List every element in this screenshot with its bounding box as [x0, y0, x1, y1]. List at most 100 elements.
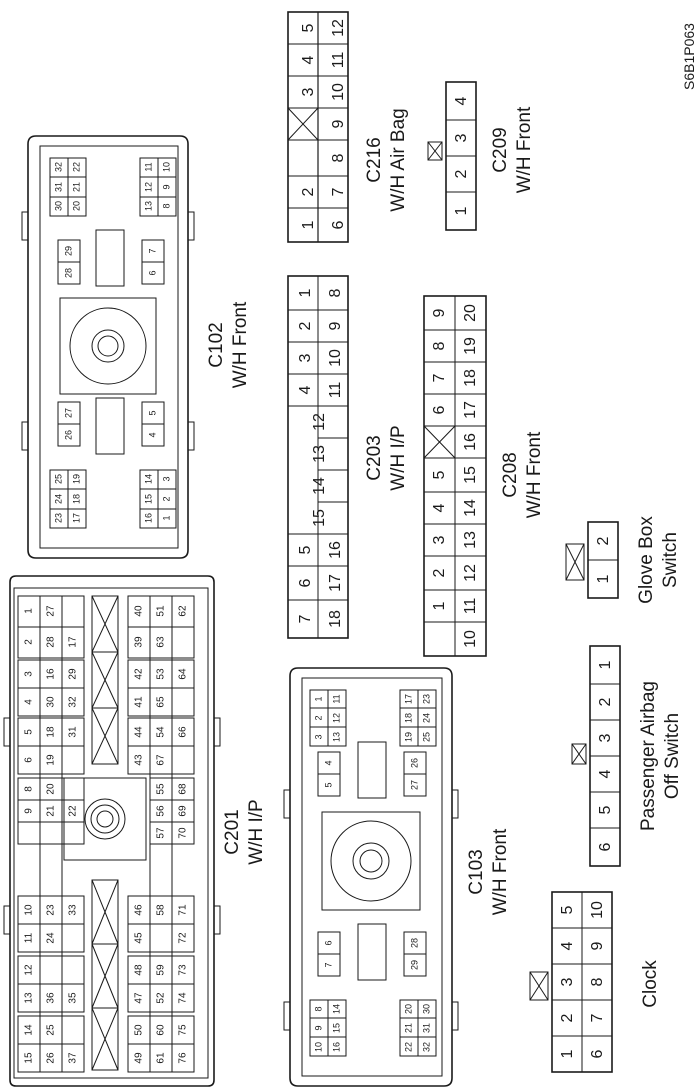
- glove-box-pin: 1: [595, 574, 612, 583]
- c201-pin: 53: [156, 668, 167, 680]
- c203-pin: 10: [327, 349, 344, 367]
- c201-pin: 23: [46, 904, 57, 916]
- c102-pin: 17: [71, 513, 81, 523]
- c201-pin: 11: [24, 932, 35, 943]
- c201-pin: 31: [68, 726, 79, 738]
- c216-name: C216: [364, 137, 385, 182]
- c209-pin: 3: [453, 133, 470, 142]
- c102-pin: 27: [63, 408, 73, 418]
- glove-box-label-2: Switch: [660, 532, 681, 588]
- c209-pin: 4: [453, 96, 470, 105]
- c102-desc: W/H Front: [230, 301, 251, 388]
- glove-box-pin: 2: [595, 536, 612, 545]
- c208-pin: 16: [462, 433, 479, 451]
- c103-desc: W/H Front: [490, 828, 511, 915]
- c208-pin: 4: [431, 503, 448, 512]
- c201-pin: 13: [24, 992, 35, 1004]
- c201-pin: 3: [24, 671, 35, 677]
- c201-pin: 42: [134, 668, 145, 680]
- c103-pin: 19: [403, 732, 413, 742]
- c201-pin: 61: [156, 1052, 167, 1064]
- c201-pin: 40: [134, 605, 145, 617]
- c103-pin: 1: [313, 696, 323, 701]
- airbag-switch-pin: 2: [597, 697, 614, 706]
- c216-pin: 10: [330, 83, 347, 101]
- c201-pin: 54: [156, 726, 167, 738]
- c203-pin: 9: [327, 321, 344, 330]
- c201-pin: 24: [46, 932, 57, 944]
- c201-pin: 36: [46, 992, 57, 1004]
- c208-pin: 12: [462, 564, 479, 582]
- c201-pin: 30: [46, 696, 57, 708]
- c103-pin: 7: [323, 962, 333, 967]
- c208-desc: W/H Front: [524, 431, 545, 518]
- c103-pin: 25: [421, 732, 431, 742]
- c102-pin: 2: [161, 496, 171, 501]
- c203-pin: 4: [297, 385, 314, 394]
- c203-name: C203: [364, 435, 385, 480]
- c102-pin: 14: [143, 474, 153, 484]
- c201-pin: 33: [68, 904, 79, 916]
- c102-pin: 20: [71, 201, 81, 211]
- c216-pin: 9: [330, 119, 347, 128]
- clock-pin: 4: [559, 941, 576, 950]
- c102-pin: 7: [147, 248, 157, 253]
- c201-pin: 29: [68, 668, 79, 680]
- clock-pin: 3: [559, 977, 576, 986]
- c201-pin: 50: [134, 1024, 145, 1036]
- c102-pin: 32: [53, 162, 63, 172]
- c201-pin: 4: [24, 699, 35, 705]
- c208-pin: 20: [462, 304, 479, 322]
- c102-pin: 15: [143, 494, 153, 504]
- clock-pin: 9: [589, 941, 606, 950]
- c102-pin: 13: [143, 201, 153, 211]
- c216-pin: 2: [300, 187, 317, 196]
- c102-pin: 12: [143, 182, 153, 192]
- c216-pin: 8: [330, 153, 347, 162]
- c208-pin: 8: [431, 341, 448, 350]
- c201-pin: 52: [156, 992, 167, 1004]
- c201-pin: 26: [46, 1052, 57, 1064]
- c103-pin: 31: [421, 1023, 431, 1033]
- c103-pin: 9: [313, 1025, 323, 1030]
- c103-pin: 29: [409, 960, 419, 970]
- c102-pin: 21: [71, 182, 81, 192]
- airbag-switch-label-2: Off Switch: [662, 713, 683, 799]
- c216-pin: 6: [330, 220, 347, 229]
- c201-pin: 57: [156, 827, 167, 839]
- c103-pin: 27: [409, 780, 419, 790]
- c203-pin: 1: [297, 288, 314, 297]
- c208-pin: 7: [431, 373, 448, 382]
- c208-pin: 19: [462, 337, 479, 355]
- c201-pin: 48: [134, 964, 145, 976]
- c201-pin: 70: [178, 827, 189, 839]
- c103-pin: 8: [313, 1006, 323, 1011]
- c201-pin: 25: [46, 1024, 57, 1036]
- c201-pin: 8: [24, 786, 35, 792]
- c208-pin: 13: [462, 531, 479, 549]
- c203-pin: 6: [297, 578, 314, 587]
- c208-pin: 3: [431, 535, 448, 544]
- c103-pin: 22: [403, 1042, 413, 1052]
- c103-pin: 11: [331, 694, 341, 703]
- connector-c216: 5 4 3 2 1 12 11 10 9 8 7 6 C216 W/H Air …: [287, 11, 409, 243]
- c209-pin: 2: [453, 169, 470, 178]
- c208-pin: 5: [431, 470, 448, 479]
- clock-pin: 2: [559, 1013, 576, 1022]
- c201-pin: 56: [156, 805, 167, 817]
- c216-pin: 11: [330, 52, 347, 69]
- c201-pin: 71: [178, 904, 189, 916]
- c203-pin: 12: [311, 413, 328, 431]
- c201-pin: 39: [134, 636, 145, 648]
- c203-desc: W/H I/P: [388, 425, 409, 490]
- c209-latch: [427, 141, 443, 161]
- c102-pin: 26: [63, 430, 73, 440]
- c201-desc: W/H I/P: [246, 799, 267, 864]
- connector-c103: 1 2 3 11 12 13 17 18 19 23 24 25 4 5 26 …: [283, 667, 511, 1087]
- glove-box-label: Glove Box: [636, 516, 657, 604]
- c201-pin: 12: [24, 964, 35, 976]
- connector-c102: 30 31 32 20 21 22 13 12 11 8 9 10 28 29 …: [21, 135, 251, 559]
- c201-pin: 1: [24, 608, 35, 614]
- c103-pin: 16: [331, 1042, 341, 1052]
